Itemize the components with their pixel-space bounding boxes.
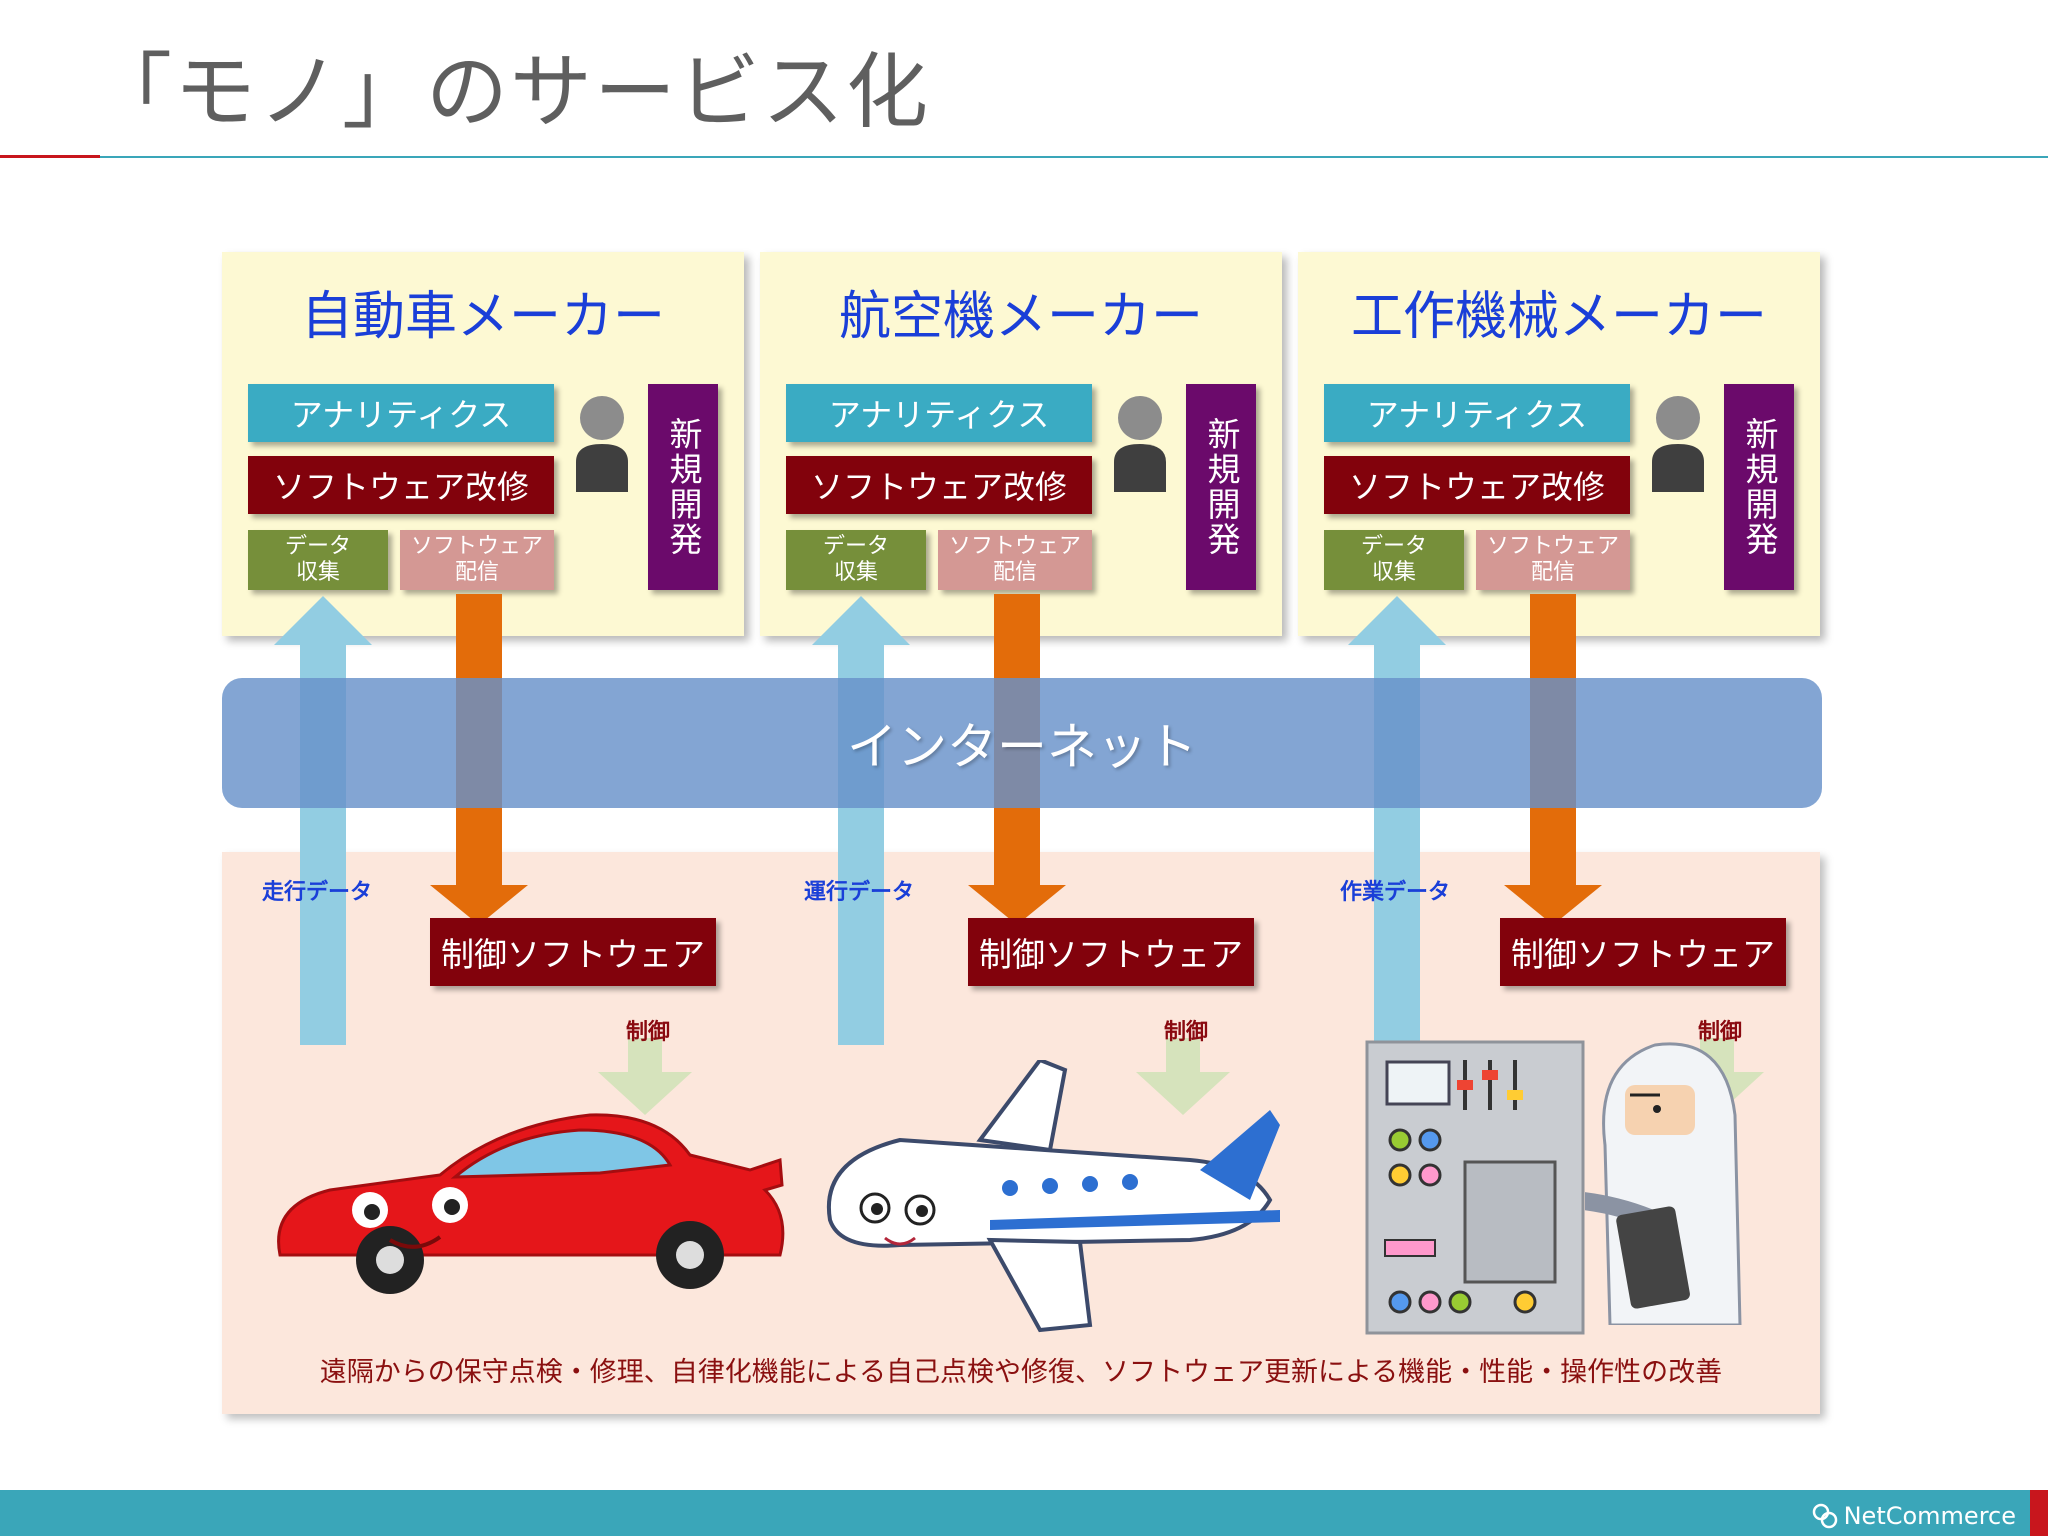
data-up-arrow (1348, 596, 1446, 1045)
software-delivery-label: ソフトウェア 配信 (1486, 534, 1619, 585)
control-panel-illustration (1365, 1040, 1585, 1335)
data-collection-label: データ 収集 (1360, 534, 1427, 585)
airplane-illustration (826, 1060, 1280, 1333)
person-icon (576, 396, 628, 492)
software-modification-box: ソフトウェア改修 (786, 456, 1092, 514)
data-collection-label: データ 収集 (822, 534, 889, 585)
new-development-box: 新規開発 (1186, 384, 1256, 590)
data-collection-box: データ 収集 (1324, 530, 1464, 590)
data-collection-label: データ 収集 (284, 534, 351, 585)
new-development-box: 新規開発 (1724, 384, 1794, 590)
analytics-box: アナリティクス (1324, 384, 1630, 442)
software-delivery-label: ソフトウェア 配信 (410, 534, 543, 585)
worker-illustration (1585, 1042, 1742, 1325)
title-rule (100, 156, 2048, 158)
control-software-box: 制御ソフトウェア (430, 918, 716, 986)
software-delivery-box: ソフトウェア 配信 (938, 530, 1092, 590)
slide-title: 「モノ」のサービス化 (90, 45, 931, 140)
data-collection-box: データ 収集 (786, 530, 926, 590)
footer-brand: NetCommerce (1843, 1502, 2016, 1530)
data-label-operation: 運行データ (804, 880, 915, 905)
control-label: 制御 (626, 1020, 671, 1045)
data-collection-box: データ 収集 (248, 530, 388, 590)
software-modification-box: ソフトウェア改修 (1324, 456, 1630, 514)
control-software-box: 制御ソフトウェア (968, 918, 1254, 986)
maker-title: 工作機械メーカー (1350, 287, 1767, 347)
maker-panel-automobile: 自動車メーカー アナリティクス ソフトウェア改修 データ 収集 ソフトウェア 配… (222, 252, 744, 636)
analytics-box: アナリティクス (786, 384, 1092, 442)
car-illustration (277, 1113, 785, 1294)
analytics-box: アナリティクス (248, 384, 554, 442)
person-icon (1652, 396, 1704, 492)
data-up-arrow (274, 596, 372, 1045)
title-rule-accent (0, 155, 100, 158)
maker-title: 航空機メーカー (838, 287, 1203, 347)
control-down-arrow (1136, 1038, 1230, 1115)
control-software-box: 制御ソフトウェア (1500, 918, 1786, 986)
maker-panel-aircraft: 航空機メーカー アナリティクス ソフトウェア改修 データ 収集 ソフトウェア 配… (760, 252, 1282, 636)
new-development-box: 新規開発 (648, 384, 718, 590)
internet-band: インターネット (222, 678, 1822, 808)
footer-bar: NetCommerce (0, 1490, 2048, 1536)
netcommerce-logo-icon (1812, 1503, 1837, 1529)
software-delivery-box: ソフトウェア 配信 (1476, 530, 1630, 590)
person-icon (1114, 396, 1166, 492)
control-label: 制御 (1698, 1020, 1743, 1045)
maker-panel-machine-tool: 工作機械メーカー アナリティクス ソフトウェア改修 データ 収集 ソフトウェア … (1298, 252, 1820, 636)
caption-text: 遠隔からの保守点検・修理、自律化機能による自己点検や修復、ソフトウェア更新による… (319, 1357, 1723, 1388)
maker-title: 自動車メーカー (300, 287, 665, 347)
control-label: 制御 (1164, 1020, 1209, 1045)
data-label-work: 作業データ (1340, 880, 1451, 905)
footer-logo: NetCommerce (1812, 1502, 2016, 1530)
control-down-arrow (598, 1038, 692, 1115)
software-modification-box: ソフトウェア改修 (248, 456, 554, 514)
data-label-driving: 走行データ (262, 880, 373, 905)
software-delivery-box: ソフトウェア 配信 (400, 530, 554, 590)
software-delivery-label: ソフトウェア 配信 (948, 534, 1081, 585)
data-up-arrow (812, 596, 910, 1045)
footer-accent (2030, 1490, 2048, 1536)
